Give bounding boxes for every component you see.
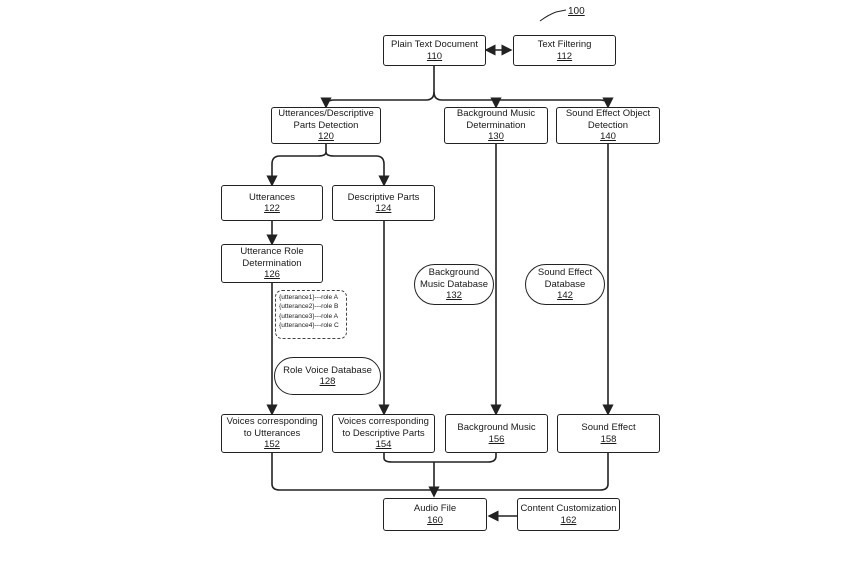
node-background-music-determination: Background Music Determination 130 (444, 107, 548, 144)
node-label: Plain Text Document (391, 39, 478, 50)
node-sound-effect: Sound Effect 158 (557, 414, 660, 453)
node-label: Utterances/Descriptive Parts Detection (278, 108, 374, 131)
node-ref: 126 (264, 269, 280, 281)
node-ref: 154 (375, 439, 392, 451)
node-label: Voices corresponding to Utterances (226, 416, 318, 439)
node-ref: 124 (375, 203, 392, 214)
node-label: Utterances (249, 191, 295, 203)
node-label: Background Music Determination (456, 108, 536, 131)
node-label: Background Music Database (419, 267, 489, 290)
node-label: Voices corresponding to Descriptive Part… (338, 416, 429, 439)
node-label: Content Customization (520, 503, 617, 514)
role-mapping-line: {utterance4}---role C (279, 322, 339, 330)
node-voices-descriptive-parts: Voices corresponding to Descriptive Part… (332, 414, 435, 453)
node-plain-text-document: Plain Text Document 110 (383, 35, 486, 66)
node-content-customization: Content Customization 162 (517, 498, 620, 531)
node-label: Utterance Role Determination (240, 246, 304, 269)
node-ref: 128 (319, 376, 336, 387)
node-ref: 142 (557, 290, 573, 302)
node-sound-effect-database: Sound Effect Database 142 (525, 264, 605, 305)
node-label: Sound Effect Object Detection (565, 108, 651, 131)
figure-reference: 100 (568, 6, 585, 17)
node-label: Sound Effect (581, 422, 636, 433)
node-ref: 140 (600, 131, 616, 143)
node-background-music-database: Background Music Database 132 (414, 264, 494, 305)
node-ref: 120 (318, 131, 334, 143)
node-audio-file: Audio File 160 (383, 498, 487, 531)
role-mapping-line: {utterance1}---role A (279, 294, 339, 301)
node-utterances: Utterances 122 (221, 185, 323, 221)
node-label: Text Filtering (537, 39, 592, 50)
node-label: Role Voice Database (283, 364, 372, 376)
node-ref: 132 (446, 290, 462, 302)
node-utterance-role-determination: Utterance Role Determination 126 (221, 244, 323, 283)
node-label: Audio File (413, 503, 457, 514)
node-ref: 112 (556, 50, 573, 62)
node-label: Background Music (457, 422, 536, 433)
node-ref: 130 (488, 131, 504, 143)
node-descriptive-parts: Descriptive Parts 124 (332, 185, 435, 221)
node-background-music: Background Music 156 (445, 414, 548, 453)
node-sound-effect-object-detection: Sound Effect Object Detection 140 (556, 107, 660, 144)
node-voices-utterances: Voices corresponding to Utterances 152 (221, 414, 323, 453)
node-label: Descriptive Parts (347, 191, 420, 203)
node-ref: 162 (560, 514, 577, 526)
role-mapping-note: {utterance1}---role A {utterance2}---rol… (275, 290, 347, 339)
node-role-voice-database: Role Voice Database 128 (274, 357, 381, 395)
node-ref: 158 (600, 433, 617, 445)
node-label: Sound Effect Database (537, 267, 593, 290)
node-ref: 152 (264, 439, 280, 451)
node-ref: 156 (488, 433, 505, 445)
node-text-filtering: Text Filtering 112 (513, 35, 616, 66)
node-detection: Utterances/Descriptive Parts Detection 1… (271, 107, 381, 144)
role-mapping-line: {utterance3}---role A (279, 312, 339, 320)
node-ref: 160 (427, 514, 443, 526)
role-mapping-line: {utterance2}---role B (279, 303, 339, 311)
node-ref: 122 (264, 203, 280, 214)
node-ref: 110 (426, 50, 443, 62)
